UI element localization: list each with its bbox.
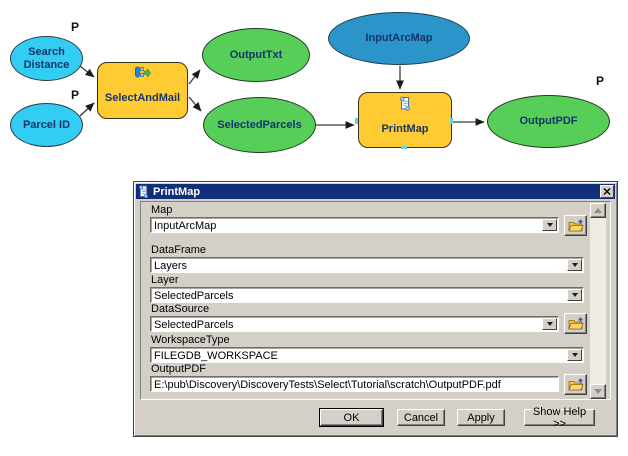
node-label: SelectedParcels: [217, 118, 302, 131]
dialog-title: PrintMap: [153, 185, 201, 198]
node-selected-parcels[interactable]: SelectedParcels: [203, 97, 316, 153]
model-icon: [134, 66, 151, 78]
connector-arrows: [79, 65, 485, 129]
field-label-map: Map: [151, 204, 173, 216]
chevron-down-icon: [571, 353, 578, 357]
node-output-txt[interactable]: OutputTxt: [202, 28, 310, 82]
dialog-titlebar[interactable]: PrintMap: [136, 184, 615, 199]
node-label: OutputTxt: [229, 48, 283, 61]
cancel-button[interactable]: Cancel: [397, 409, 445, 426]
dropdown-button[interactable]: [567, 259, 582, 271]
selection-handle: [450, 118, 453, 124]
close-icon: [603, 188, 611, 195]
close-button[interactable]: [600, 185, 614, 198]
model-diagram: Search Distance Parcel ID SelectAndMail …: [0, 0, 628, 180]
outputpdf-browse-button[interactable]: [564, 374, 587, 395]
chevron-down-icon: [571, 293, 578, 297]
input-value: E:\pub\Discovery\DiscoveryTests\Select\T…: [154, 379, 501, 391]
scroll-down-button[interactable]: [590, 384, 606, 399]
node-search-distance[interactable]: Search Distance: [10, 36, 83, 81]
chevron-down-icon: [546, 223, 553, 227]
combo-value: SelectedParcels: [154, 290, 234, 302]
selection-handle: [355, 118, 358, 124]
scroll-down-icon: [594, 389, 602, 394]
node-label: Parcel ID: [22, 118, 71, 131]
scroll-up-button[interactable]: [590, 203, 606, 218]
datasource-browse-button[interactable]: [564, 313, 587, 334]
parameter-marker: P: [71, 20, 80, 34]
dropdown-button[interactable]: [567, 289, 582, 301]
field-label-dataframe: DataFrame: [151, 244, 207, 256]
node-label: InputArcMap: [365, 32, 433, 45]
open-folder-icon: [567, 378, 584, 390]
node-print-map[interactable]: PrintMap: [358, 92, 452, 148]
field-label-outputpdf: OutputPDF: [151, 363, 207, 375]
field-label-layer: Layer: [151, 274, 179, 286]
apply-button[interactable]: Apply: [457, 409, 505, 426]
field-label-workspacetype: WorkspaceType: [151, 334, 230, 346]
node-input-arcmap[interactable]: InputArcMap: [328, 12, 470, 65]
parameter-marker: P: [71, 88, 80, 102]
field-label-datasource: DataSource: [151, 303, 210, 315]
node-label: SelectAndMail: [104, 91, 181, 104]
selection-handle: [401, 146, 407, 149]
chevron-down-icon: [546, 322, 553, 326]
combo-value: SelectedParcels: [154, 319, 234, 331]
datasource-combobox[interactable]: SelectedParcels: [150, 316, 559, 332]
chevron-down-icon: [571, 263, 578, 267]
node-label: PrintMap: [381, 122, 429, 135]
node-output-pdf[interactable]: OutputPDF: [487, 95, 610, 148]
show-help-button[interactable]: Show Help >>: [524, 406, 595, 430]
combo-value: Layers: [154, 260, 188, 272]
dropdown-button[interactable]: [567, 349, 582, 361]
node-select-and-mail[interactable]: SelectAndMail: [97, 62, 188, 119]
open-folder-icon: [567, 317, 584, 329]
dropdown-button[interactable]: [542, 318, 557, 330]
node-parcel-id[interactable]: Parcel ID: [10, 103, 83, 147]
node-label: OutputPDF: [519, 115, 578, 128]
vertical-scrollbar[interactable]: [590, 203, 606, 399]
printmap-dialog: PrintMap Map InputArcMap DataFrame Layer…: [133, 181, 618, 437]
open-folder-icon: [567, 219, 584, 231]
dataframe-combobox[interactable]: Layers: [150, 257, 584, 273]
dropdown-button[interactable]: [542, 219, 557, 231]
map-combobox[interactable]: InputArcMap: [150, 217, 559, 233]
outputpdf-input[interactable]: E:\pub\Discovery\DiscoveryTests\Select\T…: [150, 376, 559, 392]
script-icon: [139, 185, 148, 198]
map-browse-button[interactable]: [564, 215, 587, 236]
node-label: Search Distance: [23, 45, 70, 71]
ok-button[interactable]: OK: [319, 408, 384, 427]
script-icon: [400, 96, 410, 111]
combo-value: InputArcMap: [154, 220, 217, 232]
scroll-up-icon: [594, 208, 602, 213]
parameter-marker: P: [596, 74, 605, 88]
workspacetype-combobox[interactable]: FILEGDB_WORKSPACE: [150, 347, 584, 363]
layer-combobox[interactable]: SelectedParcels: [150, 287, 584, 303]
combo-value: FILEGDB_WORKSPACE: [154, 350, 278, 362]
